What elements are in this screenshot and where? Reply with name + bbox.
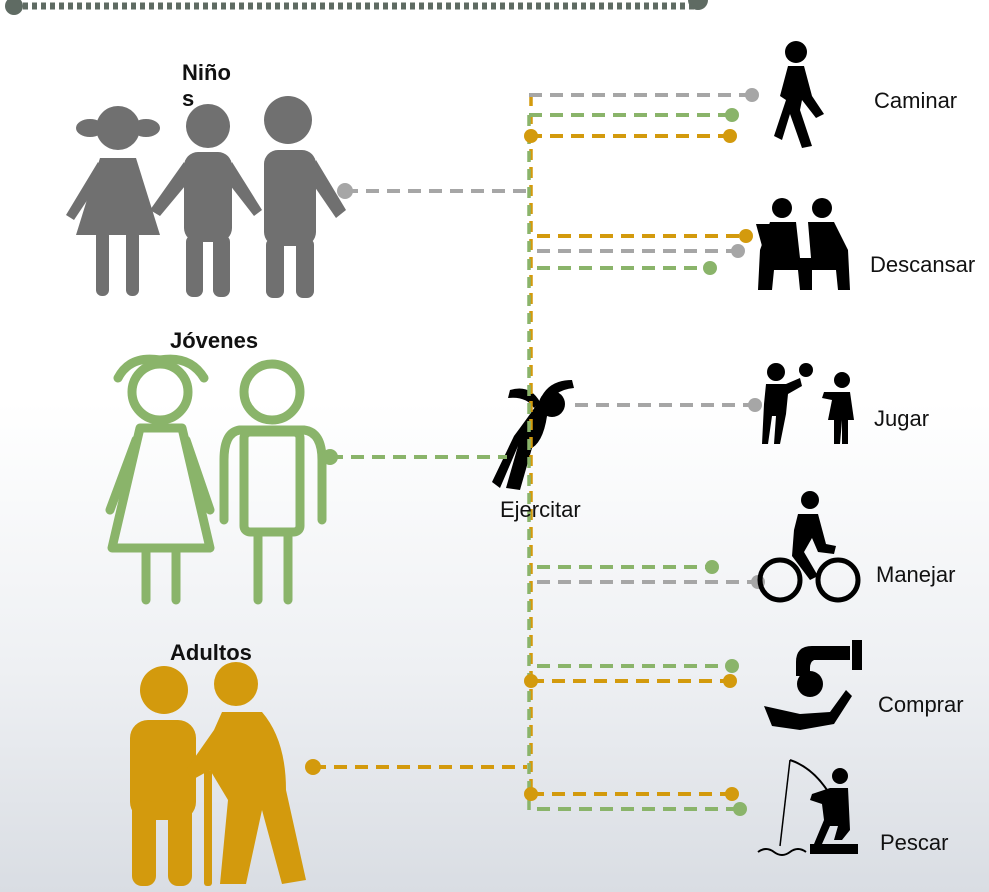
youth-group-title: Jóvenes (170, 328, 259, 353)
people-sitting-icon (756, 198, 850, 290)
group-link-dots (305, 183, 353, 775)
activity-label-caminar: Caminar (874, 88, 958, 113)
trunk-lines (527, 95, 533, 810)
adults-group-icon (130, 662, 306, 886)
activity-label-descansar: Descansar (870, 252, 976, 277)
children-title-line1: Niño (182, 60, 231, 85)
activity-label-comprar: Comprar (878, 692, 964, 717)
money-hand-icon (764, 640, 862, 730)
activity-link-dots (524, 88, 765, 816)
youth-group-icon (105, 354, 327, 605)
activity-label-jugar: Jugar (874, 406, 930, 431)
center-label: Ejercitar (500, 497, 581, 522)
top-dotted-line (5, 0, 708, 15)
adults-group-title: Adultos (170, 640, 252, 665)
walking-person-icon (774, 41, 824, 148)
activity-label-pescar: Pescar (880, 830, 949, 855)
activity-label-manejar: Manejar (876, 562, 956, 587)
children-playing-ball-icon (762, 363, 854, 444)
exercising-person-icon (492, 380, 574, 490)
children-group-icon (66, 96, 346, 298)
fishing-person-icon (757, 759, 858, 856)
children-title-line2: s (182, 86, 195, 111)
activity-links (529, 93, 758, 811)
group-links (313, 189, 529, 769)
cyclist-icon (757, 491, 861, 603)
